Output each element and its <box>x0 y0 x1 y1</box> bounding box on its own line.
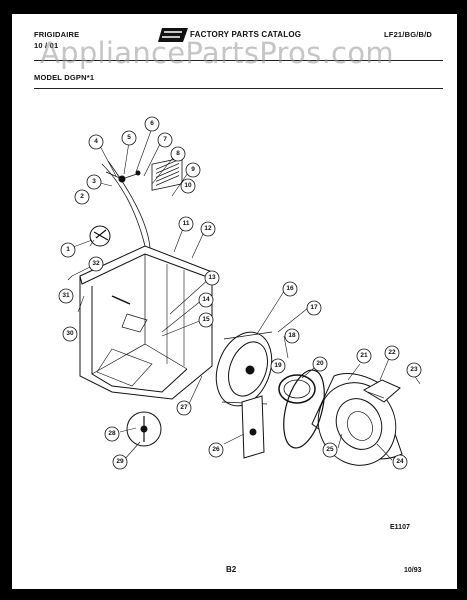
callout-6: 6 <box>150 120 154 127</box>
callout-4: 4 <box>94 138 98 145</box>
brand-sub-label: 10 / 01 <box>34 41 59 50</box>
blower-wheel <box>126 411 162 447</box>
callout-12: 12 <box>204 225 212 232</box>
header-divider <box>34 60 443 61</box>
callout-3: 3 <box>92 178 96 185</box>
callout-22: 22 <box>388 349 396 356</box>
callout-15: 15 <box>202 316 210 323</box>
front-bulkhead <box>215 331 273 407</box>
drum-baffle <box>363 379 401 403</box>
callout-32: 32 <box>92 260 100 267</box>
catalog-code: LF21/BG/B/D <box>384 30 433 39</box>
callout-9: 9 <box>191 166 195 173</box>
callout-21: 21 <box>360 352 368 359</box>
callout-25: 25 <box>326 446 334 453</box>
drum-seal <box>278 374 316 404</box>
diagram-code: E1107 <box>390 524 410 531</box>
callout-5: 5 <box>127 134 131 141</box>
callout-markers <box>58 116 422 470</box>
callout-11: 11 <box>182 220 190 227</box>
callout-7: 7 <box>163 136 167 143</box>
callout-30: 30 <box>66 330 74 337</box>
callout-10: 10 <box>184 182 192 189</box>
leader-lines <box>67 127 421 461</box>
exploded-view-diagram <box>58 28 422 470</box>
thermostat-parts <box>105 170 141 183</box>
callout-16: 16 <box>286 285 294 292</box>
callout-26: 26 <box>212 446 220 453</box>
door-switch-part <box>89 225 111 247</box>
callout-18: 18 <box>288 332 296 339</box>
callout-31: 31 <box>62 292 70 299</box>
callout-1: 1 <box>66 246 70 253</box>
callout-19: 19 <box>274 362 282 369</box>
lint-screen <box>151 157 183 191</box>
callout-8: 8 <box>176 150 180 157</box>
callout-14: 14 <box>202 296 210 303</box>
callout-24: 24 <box>396 458 404 465</box>
callout-29: 29 <box>116 458 124 465</box>
cabinet <box>79 245 213 400</box>
brand-label: FRIGIDAIRE <box>34 30 80 39</box>
rear-drum-ring <box>283 369 325 449</box>
rear-panel-bracket <box>241 395 265 459</box>
parts-diagram-sheet: FRIGIDAIRE 10 / 01 FACTORY PARTS CATALOG… <box>12 14 457 589</box>
model-divider <box>34 88 443 89</box>
callout-2: 2 <box>80 193 84 200</box>
callout-28: 28 <box>108 430 116 437</box>
callout-23: 23 <box>410 366 418 373</box>
page-number: B2 <box>226 565 237 574</box>
callout-20: 20 <box>316 360 324 367</box>
callout-13: 13 <box>208 274 216 281</box>
brand-logo <box>158 28 188 42</box>
page-date: 10/93 <box>404 567 422 574</box>
catalog-title: FACTORY PARTS CATALOG <box>190 30 302 39</box>
model-label: MODEL DGPN*1 <box>34 73 95 82</box>
watermark: AppliancePartsPros.com <box>40 36 394 70</box>
top-panel <box>101 160 151 249</box>
callout-17: 17 <box>310 304 318 311</box>
callout-27: 27 <box>180 404 188 411</box>
